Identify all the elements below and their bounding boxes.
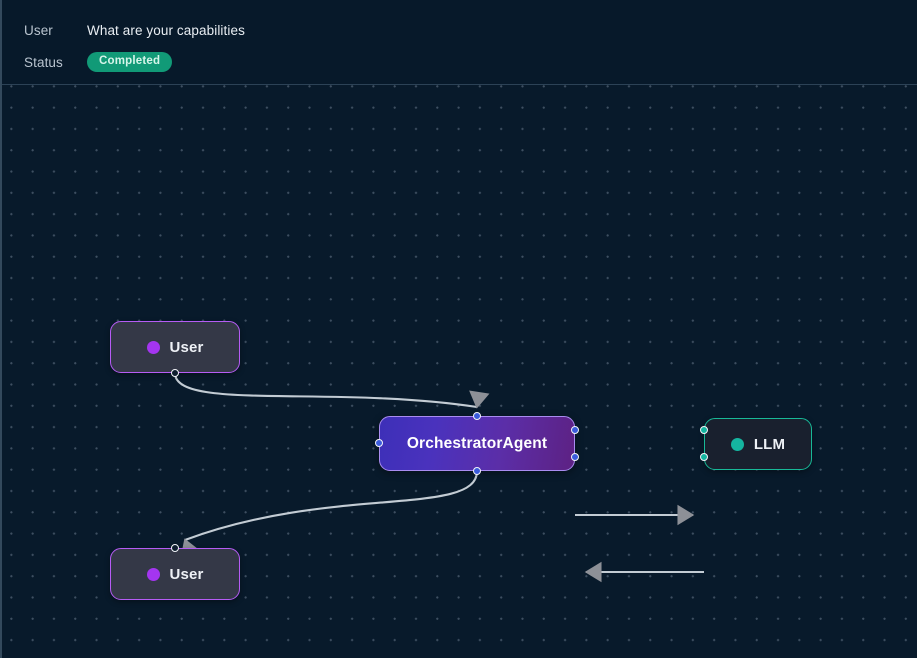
handle-llm-left-target[interactable] bbox=[700, 426, 708, 434]
handle-user-bottom-target[interactable] bbox=[171, 544, 179, 552]
node-llm[interactable]: LLM bbox=[704, 418, 812, 470]
handle-orchestrator-right-target[interactable] bbox=[571, 453, 579, 461]
user-status-dot-icon bbox=[146, 567, 160, 581]
flow-canvas[interactable]: User OrchestratorAgent LLM User bbox=[2, 85, 917, 658]
node-user-bottom[interactable]: User bbox=[110, 548, 240, 600]
handle-orchestrator-right-source[interactable] bbox=[571, 426, 579, 434]
edge-orchestrator-to-user-bottom bbox=[180, 470, 479, 558]
handle-orchestrator-top-target[interactable] bbox=[473, 412, 481, 420]
handle-orchestrator-left-target[interactable] bbox=[375, 439, 383, 447]
node-user-top-label: User bbox=[169, 338, 204, 356]
user-message-value: What are your capabilities bbox=[87, 22, 245, 38]
user-status-dot-icon bbox=[146, 340, 160, 354]
handle-user-top-source[interactable] bbox=[171, 369, 179, 377]
status-badge: Completed bbox=[87, 51, 173, 73]
header-row-status: Status Completed bbox=[24, 49, 917, 75]
node-llm-label: LLM bbox=[753, 435, 786, 453]
llm-status-dot-icon bbox=[730, 437, 744, 451]
node-orchestrator-agent[interactable]: OrchestratorAgent bbox=[379, 416, 575, 471]
trace-header: User What are your capabilities Status C… bbox=[2, 0, 917, 85]
handle-llm-left-source[interactable] bbox=[700, 453, 708, 461]
edge-user-top-to-orchestrator bbox=[173, 372, 490, 409]
node-orchestrator-label: OrchestratorAgent bbox=[406, 434, 548, 452]
user-label: User bbox=[24, 22, 53, 38]
status-label: Status bbox=[24, 54, 63, 70]
node-user-top[interactable]: User bbox=[110, 321, 240, 373]
handle-orchestrator-bottom-source[interactable] bbox=[473, 467, 481, 475]
header-row-user: User What are your capabilities bbox=[24, 17, 917, 43]
node-user-bottom-label: User bbox=[169, 565, 204, 583]
